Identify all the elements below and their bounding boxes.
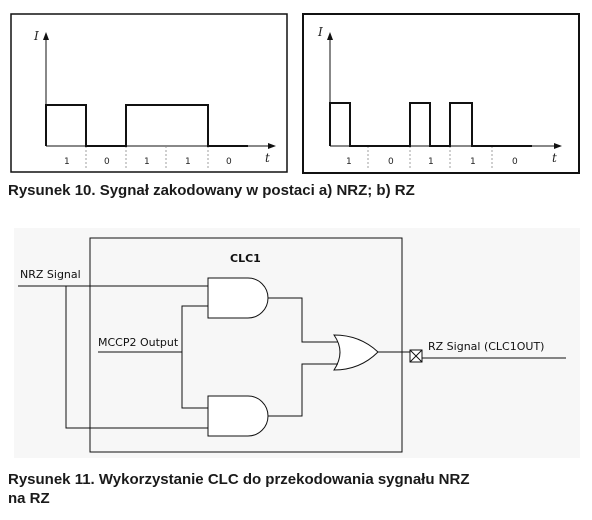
or-gate: [333, 334, 379, 371]
nrz-bit-3: 1: [144, 157, 150, 167]
clc-diagram: CLC1 NRZ Signal: [14, 228, 580, 458]
figure11-caption-line2: na RZ: [8, 490, 50, 507]
rz-bit-5: 0: [512, 157, 518, 167]
nrz-bit-4: 1: [185, 157, 191, 167]
clc-diagram-background: [14, 228, 580, 458]
nrz-y-label: I: [33, 29, 39, 43]
rz-x-label: t: [552, 151, 557, 165]
nrz-signal-waveform: [45, 104, 248, 147]
logic-wires: [18, 285, 566, 429]
rz-signal-waveform: [329, 102, 532, 147]
nrz-bit-2: 0: [104, 157, 110, 167]
nrz-panel-frame: [10, 13, 288, 173]
rz-y-label: I: [317, 25, 323, 39]
figure11-caption-line1: Rysunek 11. Wykorzystanie CLC do przekod…: [8, 471, 470, 488]
clc1-block: [89, 237, 403, 453]
rz-bit-3: 1: [428, 157, 434, 167]
rz-bit-separators: [367, 146, 493, 170]
figure10-caption: Rysunek 10. Sygnał zakodowany w postaci …: [8, 182, 415, 199]
rz-bit-4: 1: [470, 157, 476, 167]
rz-output-label: RZ Signal (CLC1OUT): [428, 340, 544, 353]
rz-panel: I t 1 0 1 1 0: [302, 13, 580, 174]
mccp2-input-label: MCCP2 Output: [98, 336, 179, 349]
nrz-x-arrow: [268, 143, 276, 149]
rz-y-arrow: [327, 32, 333, 40]
output-pin-icon: [409, 349, 423, 363]
rz-bit-2: 0: [388, 157, 394, 167]
and-gate-top: [207, 277, 269, 319]
nrz-bit-5: 0: [226, 157, 232, 167]
nrz-y-arrow: [43, 32, 49, 40]
nrz-bit-separators: [85, 146, 209, 170]
nrz-bit-1: 1: [64, 157, 70, 167]
clc1-block-title: CLC1: [230, 252, 261, 265]
nrz-panel: I t 1 0 1 1 0: [10, 13, 288, 173]
rz-panel-frame: [302, 13, 580, 174]
nrz-input-label: NRZ Signal: [20, 268, 81, 281]
rz-x-arrow: [554, 143, 562, 149]
nrz-x-label: t: [265, 151, 270, 165]
and-gate-bottom: [207, 395, 269, 437]
rz-bit-1: 1: [346, 157, 352, 167]
